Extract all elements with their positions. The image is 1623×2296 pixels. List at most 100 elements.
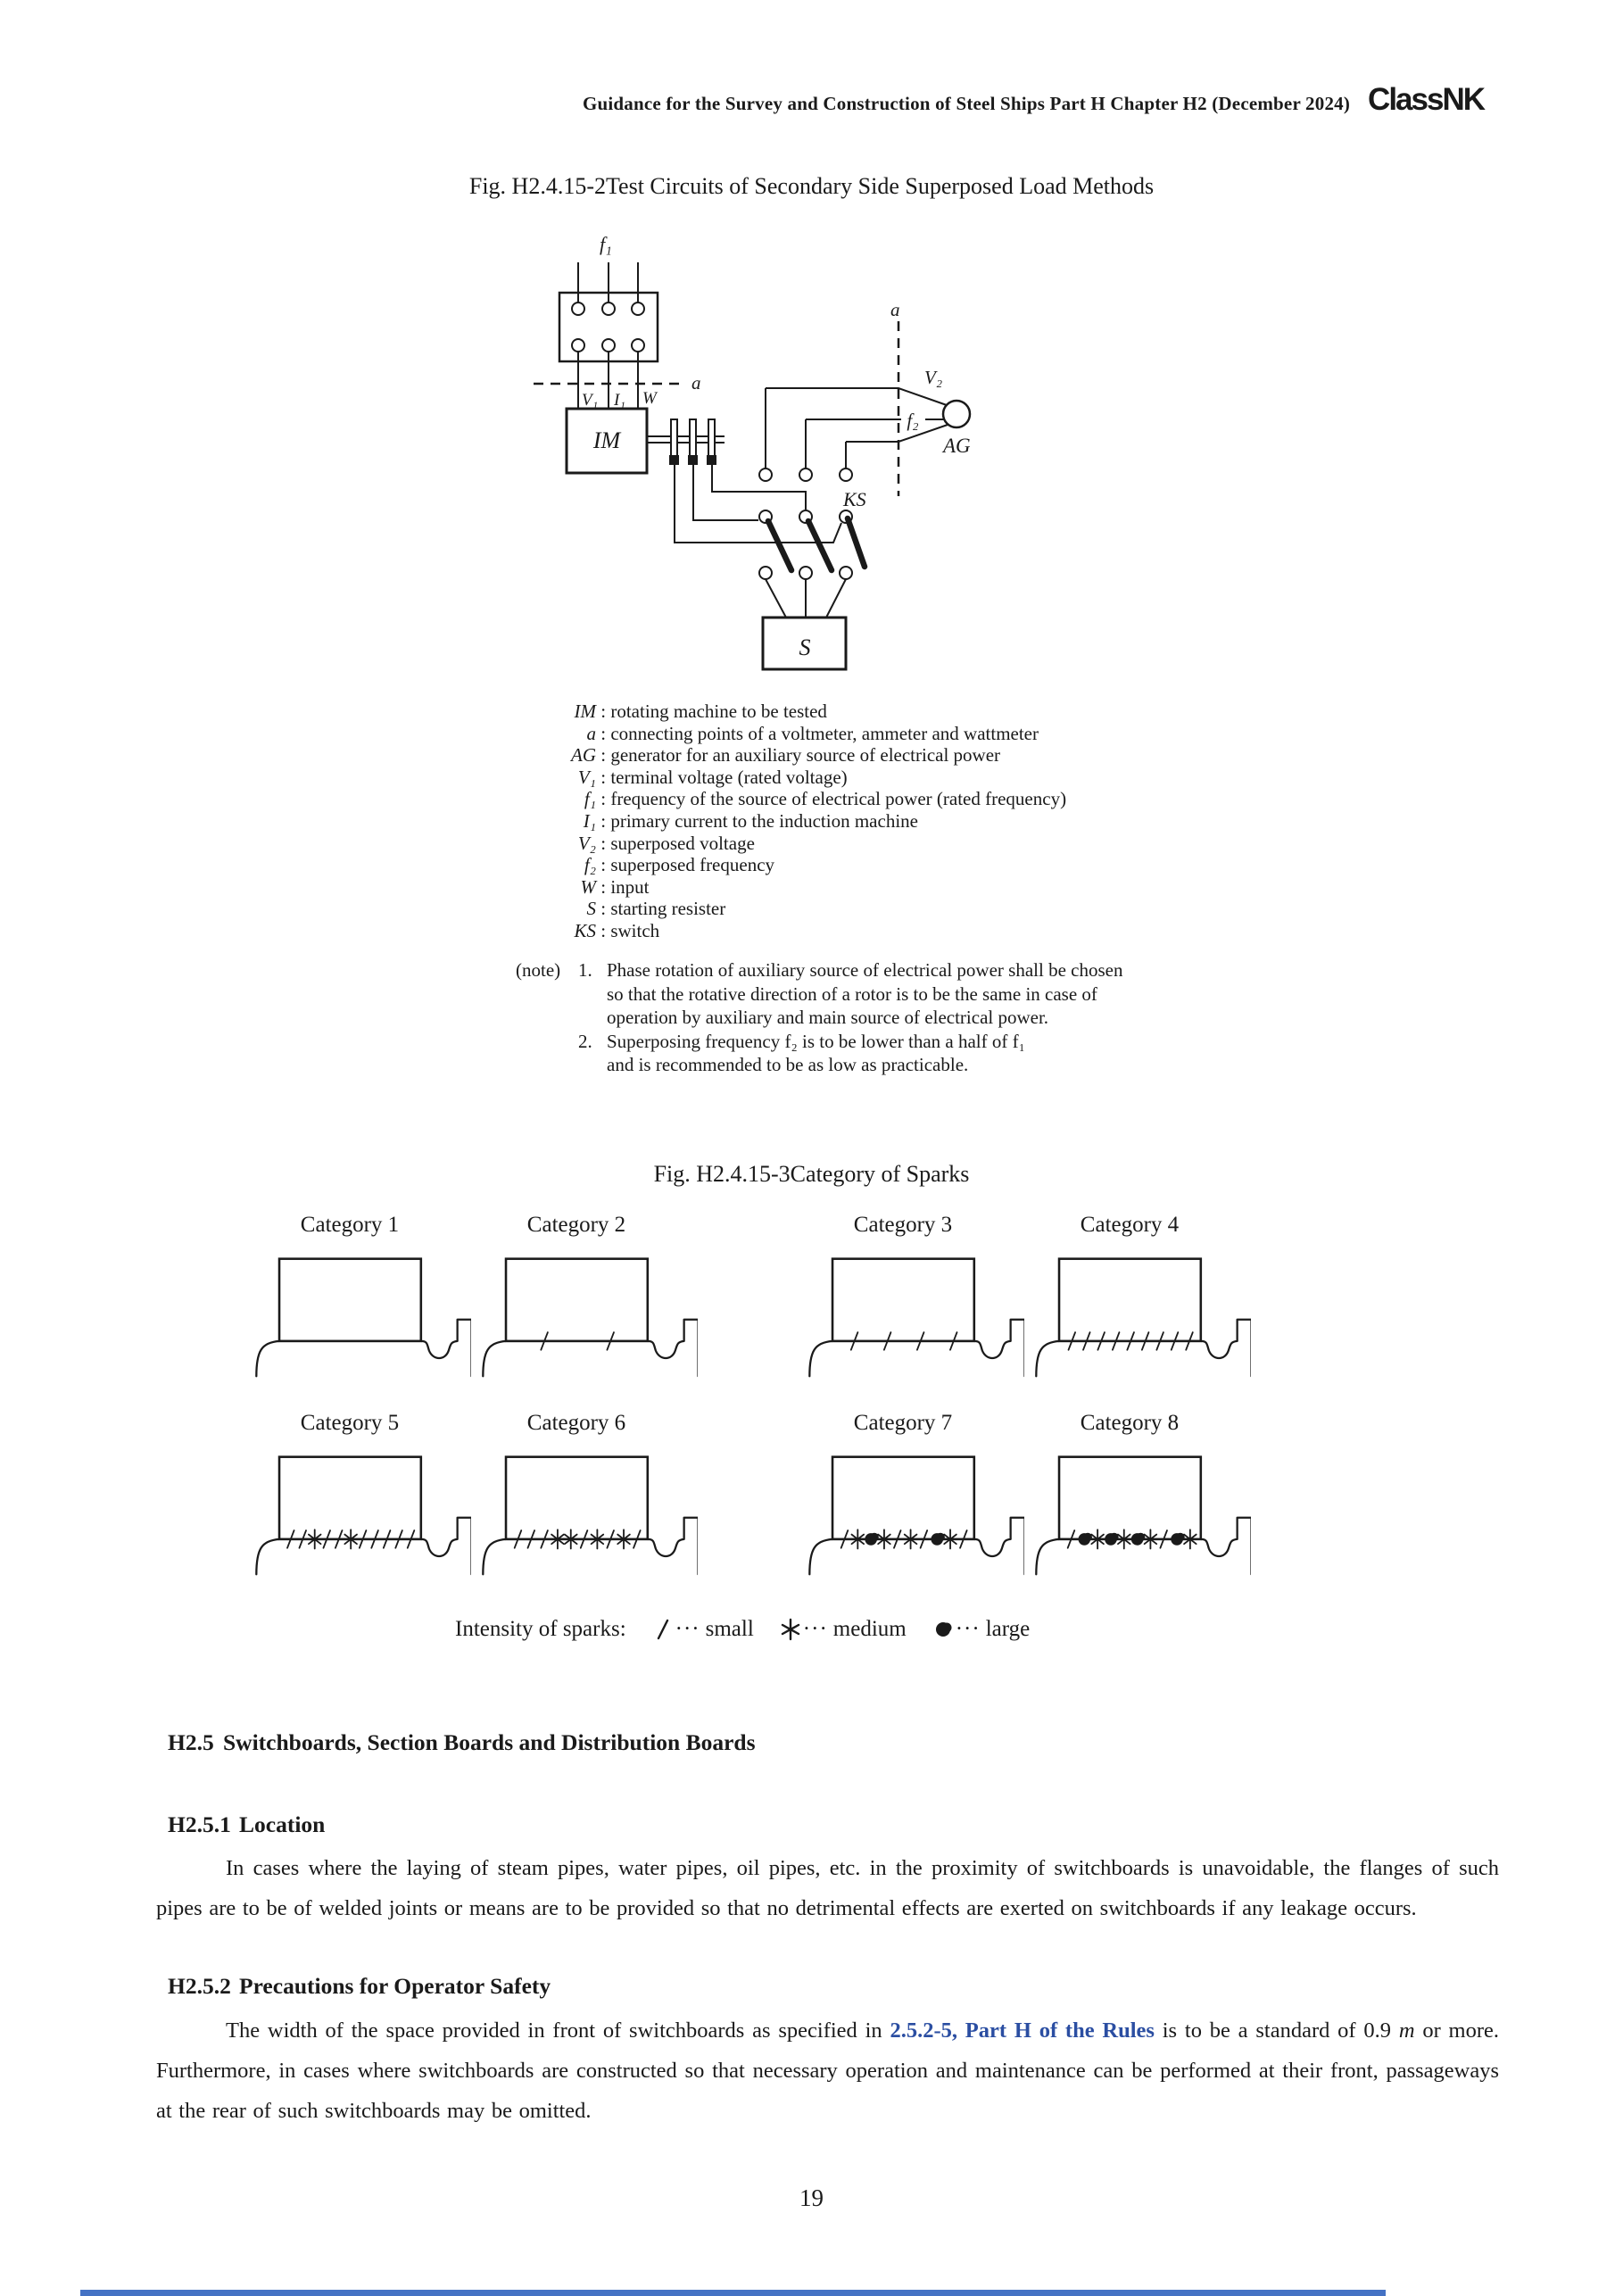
label-w: W — [642, 389, 658, 408]
page-number: 19 — [799, 2184, 824, 2211]
spark-category-7: Category 7 — [801, 1410, 1024, 1578]
legend-row: f₁ : frequency of the source of electric… — [516, 788, 1066, 810]
slash-spark-icon — [657, 1619, 668, 1640]
legend-description: generator for an auxiliary source of ele… — [610, 744, 1001, 767]
h252-paragraph: The width of the space provided in front… — [156, 2010, 1499, 2131]
spark-intensity-legend: Intensity of sparks: ···small···medium··… — [455, 1617, 1030, 1642]
section-title: Switchboards, Section Boards and Distrib… — [223, 1729, 756, 1755]
label-a-left: a — [691, 372, 701, 394]
spark-category-5: Category 5 — [248, 1410, 471, 1578]
spark-category-label: Category 2 — [526, 1213, 626, 1237]
paragraph-text: In cases where the laying of steam pipes… — [156, 1856, 1499, 1920]
label-f2: f₂ — [907, 410, 918, 431]
resistor-wires — [765, 578, 847, 618]
rotor-wires — [674, 463, 842, 543]
spark-category-label: Category 7 — [853, 1411, 953, 1435]
paragraph-text: m — [1398, 2018, 1415, 2043]
legend-symbol: f₂ — [584, 854, 596, 876]
brush-commutator-diagram — [482, 1455, 698, 1576]
legend-colon: : — [596, 919, 611, 941]
paragraph-text: is to be a standard of 0.9 — [1154, 2018, 1399, 2043]
legend-colon: : — [596, 898, 611, 920]
legend-symbol: S — [586, 898, 597, 920]
note-label: (note) — [516, 959, 561, 981]
section-h25-heading: H2.5 Switchboards, Section Boards and Di… — [168, 1729, 756, 1756]
legend-colon: : — [596, 722, 611, 744]
legend-description: starting resister — [610, 898, 726, 920]
intensity-dots: ··· — [675, 1617, 700, 1641]
spark-category-2: Category 2 — [475, 1212, 698, 1380]
note-item: 2.Superposing frequency f₂ is to be lowe… — [578, 1030, 1122, 1077]
brush-commutator-diagram — [808, 1257, 1024, 1378]
label-a-right: a — [890, 299, 900, 320]
brush-commutator-diagram — [1035, 1455, 1251, 1576]
legend-symbol: AG — [571, 744, 596, 767]
note-item: 1.Phase rotation of auxiliary source of … — [578, 958, 1122, 1030]
spark-category-label: Category 4 — [1080, 1213, 1180, 1237]
label-ks: KS — [842, 488, 866, 510]
legend-row: V₁ : terminal voltage (rated voltage) — [516, 767, 1066, 789]
legend-description: primary current to the induction machine — [610, 809, 918, 832]
label-i1: I₁ — [613, 391, 625, 410]
classnk-logo: ClassNK — [1368, 82, 1486, 117]
h251-paragraph: In cases where the laying of steam pipes… — [156, 1848, 1499, 1928]
spark-category-3: Category 3 — [801, 1212, 1024, 1380]
legend-row: V₂ : superposed voltage — [516, 833, 1066, 855]
supply-leads — [577, 262, 639, 303]
spark-category-label: Category 1 — [300, 1213, 400, 1237]
label-v1: V₁ — [582, 391, 598, 410]
note-text: Phase rotation of auxiliary source of el… — [607, 959, 1123, 1028]
intensity-dots: ··· — [802, 1617, 828, 1641]
test-circuit-diagram: f₁ a a V₁ I₁ W IM V₂ f₂ AG KS S — [534, 233, 972, 671]
legend-colon: : — [596, 788, 611, 810]
brush-commutator-diagram — [1035, 1257, 1251, 1378]
spark-category-6: Category 6 — [475, 1410, 698, 1578]
intensity-dots: ··· — [955, 1617, 981, 1641]
legend-symbol: W — [580, 875, 597, 898]
legend-row: a : connecting points of a voltmeter, am… — [516, 723, 1066, 745]
brush-commutator-diagram — [255, 1257, 471, 1378]
section-number: H2.5.2 — [168, 1973, 231, 1999]
section-number: H2.5.1 — [168, 1811, 231, 1837]
fig1-title: Fig. H2.4.15-2Test Circuits of Secondary… — [468, 173, 1155, 199]
section-title: Precautions for Operator Safety — [239, 1973, 551, 1999]
legend-colon: : — [596, 766, 611, 788]
paragraph-text: The width of the space provided in front… — [226, 2018, 890, 2043]
label-s: S — [799, 634, 811, 660]
legend-description: input — [610, 875, 650, 898]
legend-description: superposed voltage — [610, 832, 755, 854]
legend-row: S : starting resister — [516, 898, 1066, 920]
label-im: IM — [592, 427, 622, 453]
legend-symbol: IM — [574, 700, 597, 722]
section-title: Location — [239, 1811, 326, 1837]
spark-category-label: Category 6 — [526, 1411, 626, 1435]
legend-description: superposed frequency — [610, 854, 775, 876]
legend-symbol: V₂ — [577, 832, 596, 854]
stator-leads — [577, 352, 639, 409]
spark-category-8: Category 8 — [1028, 1410, 1251, 1578]
intensity-item-medium: ···medium — [781, 1617, 907, 1642]
section-h251-heading: H2.5.1 Location — [168, 1811, 325, 1838]
fig1-notes: (note) 1.Phase rotation of auxiliary sou… — [516, 958, 1122, 1077]
legend-row: f₂ : superposed frequency — [516, 854, 1066, 876]
intensity-name: large — [985, 1617, 1031, 1641]
intensity-item-large: ···large — [933, 1617, 1031, 1642]
legend-colon: : — [596, 875, 611, 898]
terminal-circles — [571, 302, 645, 352]
fig2-title: Fig. H2.4.15-3Category of Sparks — [653, 1161, 970, 1187]
legend-colon: : — [596, 832, 611, 854]
legend-colon: : — [596, 809, 611, 832]
legend-row: I₁ : primary current to the induction ma… — [516, 810, 1066, 833]
intensity-item-small: ···small — [653, 1617, 754, 1642]
legend-row: W : input — [516, 876, 1066, 899]
brush-commutator-diagram — [808, 1455, 1024, 1576]
legend-colon: : — [596, 700, 611, 722]
section-h252-heading: H2.5.2 Precautions for Operator Safety — [168, 1973, 551, 2000]
rule-reference-link[interactable]: 2.5.2-5, Part H of the Rules — [890, 2018, 1155, 2043]
section-number: H2.5 — [168, 1729, 214, 1755]
spark-category-label: Category 8 — [1080, 1411, 1180, 1435]
label-ag: AG — [941, 435, 971, 457]
legend-symbol: KS — [574, 919, 596, 941]
legend-row: IM : rotating machine to be tested — [516, 700, 1066, 723]
intensity-name: medium — [832, 1617, 907, 1641]
